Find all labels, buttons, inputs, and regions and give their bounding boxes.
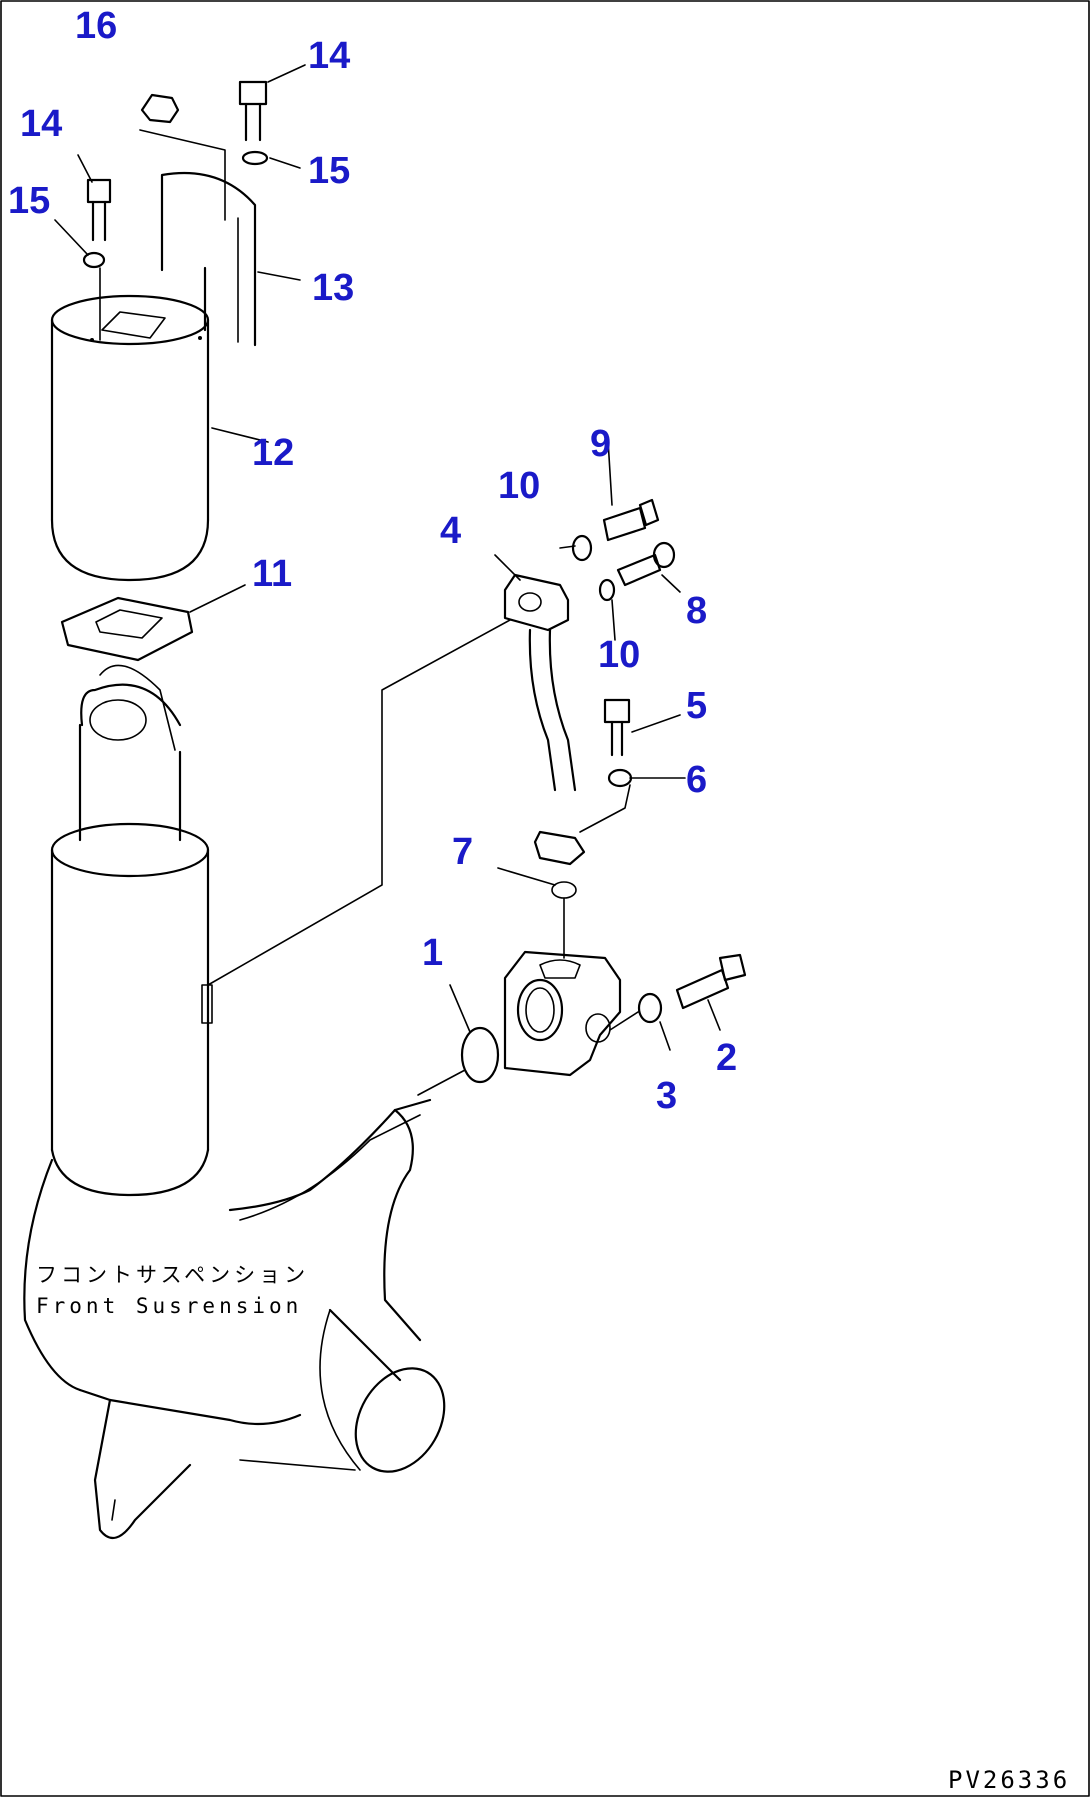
washer-10a	[571, 534, 593, 562]
callout-13: 13	[312, 267, 354, 309]
callout-16: 16	[75, 5, 117, 47]
washer-10b	[598, 578, 616, 602]
callout-12: 12	[252, 432, 294, 474]
callout-7: 7	[452, 831, 473, 873]
bracket-plate	[160, 171, 257, 347]
nut-16	[140, 93, 180, 124]
callout-8: 8	[686, 590, 707, 632]
callout-15a: 15	[8, 180, 50, 222]
callout-9: 9	[590, 423, 611, 465]
callout-10b: 10	[598, 634, 640, 676]
callout-2: 2	[716, 1037, 737, 1079]
drawing-code: PV26336	[948, 1766, 1070, 1794]
leader-lines	[54, 64, 721, 1096]
bolt-5	[603, 698, 631, 757]
gasket	[60, 596, 194, 662]
washer-15b	[241, 150, 269, 166]
fitting-8	[616, 541, 676, 587]
strut-body	[23, 664, 446, 1540]
caption-japanese: フコントサスペンション	[36, 1263, 309, 1287]
callout-1: 1	[422, 932, 443, 974]
caption-english: Front Susrension	[36, 1294, 302, 1318]
bolt-14a	[86, 178, 112, 242]
o-ring	[460, 1026, 500, 1084]
callout-3: 3	[656, 1075, 677, 1117]
valve-block	[503, 950, 622, 1077]
callout-11: 11	[252, 553, 292, 595]
washer-15a	[82, 251, 106, 269]
callout-4: 4	[440, 510, 461, 552]
callout-14a: 14	[20, 103, 62, 145]
steering-pipe	[503, 573, 586, 899]
bolt-9	[602, 498, 660, 542]
callout-5: 5	[686, 685, 707, 727]
cover-cylinder	[50, 294, 210, 582]
callout-10a: 10	[498, 465, 540, 507]
callout-6: 6	[686, 759, 707, 801]
bolt-2	[675, 953, 747, 1010]
callout-14b: 14	[308, 35, 350, 77]
bolt-14b	[238, 80, 268, 142]
callout-15b: 15	[308, 150, 350, 192]
washer-6	[607, 768, 633, 788]
washer-3	[637, 992, 663, 1024]
